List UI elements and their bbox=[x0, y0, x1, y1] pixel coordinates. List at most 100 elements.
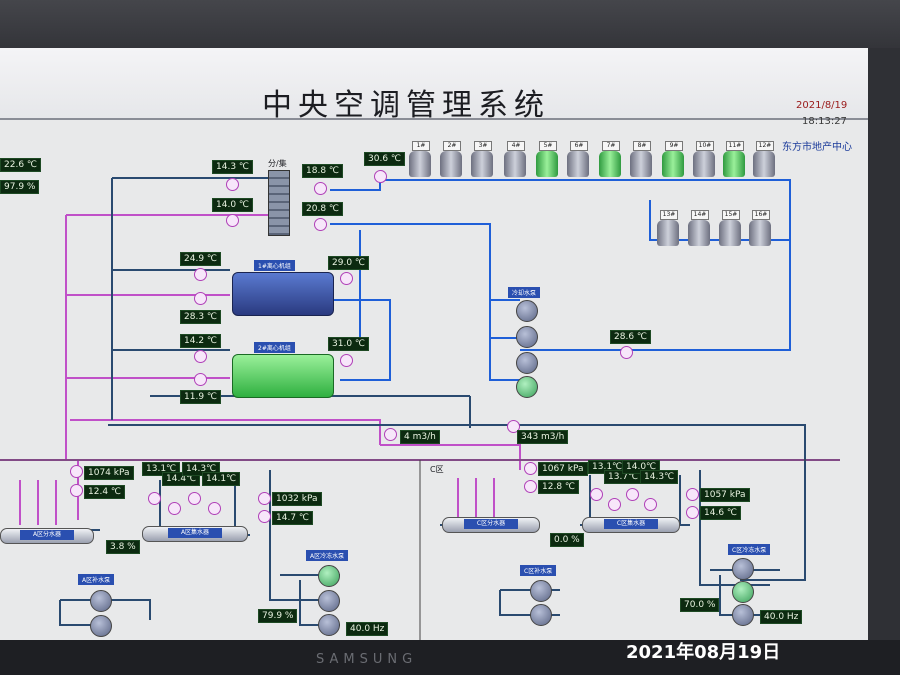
zone-c-chw-pump[interactable] bbox=[732, 558, 754, 580]
flow-readout-1: 4 m3/h bbox=[400, 430, 440, 444]
temp-sensor bbox=[70, 484, 83, 497]
title-bar bbox=[0, 48, 868, 120]
outdoor-temp-readout: 22.6 ℃ bbox=[0, 158, 42, 172]
cooling-tower[interactable]: 10# bbox=[692, 141, 716, 179]
zone-a-chw-pump[interactable] bbox=[318, 614, 340, 636]
zone-c-temp: 12.8 ℃ bbox=[538, 480, 580, 494]
zone-c-distributor[interactable]: C区集水器 bbox=[582, 517, 680, 533]
temp-sensor bbox=[194, 268, 207, 281]
chiller-2-in-temp: 14.2 ℃ bbox=[180, 334, 222, 348]
cooling-tower[interactable]: 12# bbox=[752, 141, 776, 179]
temp-sensor bbox=[194, 373, 207, 386]
temp-sensor bbox=[168, 502, 181, 515]
cooling-water-pump-running[interactable] bbox=[516, 376, 538, 398]
pressure-sensor bbox=[258, 492, 271, 505]
cooling-tower[interactable]: 6# bbox=[566, 141, 590, 179]
temp-sensor bbox=[226, 178, 239, 191]
cooling-tower-running[interactable]: 7# bbox=[598, 141, 622, 179]
zone-a-temp: 12.4 ℃ bbox=[84, 485, 126, 499]
zone-a-valve-opening: 3.8 % bbox=[106, 540, 140, 554]
temp-sensor bbox=[226, 214, 239, 227]
zone-a-chw-pump[interactable] bbox=[318, 590, 340, 612]
cooling-tower[interactable]: 2# bbox=[439, 141, 463, 179]
zone-a-makeup-label: A区补水泵 bbox=[78, 574, 115, 585]
temp-sensor bbox=[620, 346, 633, 359]
cooling-water-pump[interactable] bbox=[516, 326, 538, 348]
temp-readout: 14.0 ℃ bbox=[212, 198, 254, 212]
temp-sensor bbox=[626, 488, 639, 501]
temp-readout: 30.6 ℃ bbox=[364, 152, 406, 166]
zone-a-chw-pump-running[interactable] bbox=[318, 565, 340, 587]
temp-sensor bbox=[314, 182, 327, 195]
zone-c-chw-pump[interactable] bbox=[732, 604, 754, 626]
temp-sensor bbox=[148, 492, 161, 505]
temp-sensor bbox=[194, 350, 207, 363]
cooling-tower[interactable]: 8# bbox=[629, 141, 653, 179]
chiller-1-cond-out-temp: 28.3 ℃ bbox=[180, 310, 222, 324]
cooling-tower[interactable]: 15# bbox=[718, 210, 742, 248]
zone-c-collector[interactable]: C区分水器 bbox=[442, 517, 540, 533]
cooling-pumps-label: 冷却水泵 bbox=[508, 287, 541, 298]
cooling-tower[interactable]: 14# bbox=[687, 210, 711, 248]
temp-readout: 18.8 ℃ bbox=[302, 164, 344, 178]
monitor-bezel-bottom bbox=[0, 640, 900, 675]
zone-a-return-pressure: 1032 kPa bbox=[272, 492, 322, 506]
pressure-sensor bbox=[524, 462, 537, 475]
chiller-1-right-temp: 29.0 ℃ bbox=[328, 256, 370, 270]
chiller-1-label: 1#离心机组 bbox=[254, 260, 295, 271]
temp-sensor bbox=[208, 502, 221, 515]
zone-c-makeup-label: C区补水泵 bbox=[520, 565, 557, 576]
flow-readout-2: 343 m3/h bbox=[517, 430, 569, 444]
zone-a-collector[interactable]: A区分水器 bbox=[0, 528, 94, 544]
header-time: 18:13:27 bbox=[802, 116, 847, 127]
header-date: 2021/8/19 bbox=[796, 100, 848, 111]
cooling-water-pump[interactable] bbox=[516, 300, 538, 322]
zone-a-flow-pct: 79.9 % bbox=[258, 609, 298, 623]
header-org: 东方市地产中心 bbox=[782, 142, 852, 153]
temp-sensor bbox=[188, 492, 201, 505]
cooling-tower[interactable]: 16# bbox=[748, 210, 772, 248]
temp-sensor bbox=[590, 488, 603, 501]
temp-sensor bbox=[314, 218, 327, 231]
chiller-1-cond-in-temp: 24.9 ℃ bbox=[180, 252, 222, 266]
manifold-label: 分/集 bbox=[268, 159, 287, 168]
cooling-tower-running[interactable]: 9# bbox=[661, 141, 685, 179]
zone-c-return-temp: 14.6 ℃ bbox=[700, 506, 742, 520]
zone-a-distributor[interactable]: A区集水器 bbox=[142, 526, 248, 542]
monitor-bezel-right bbox=[868, 48, 900, 648]
temp-sensor bbox=[524, 480, 537, 493]
temp-sensor bbox=[340, 272, 353, 285]
zone-c-flow-pct: 70.0 % bbox=[680, 598, 720, 612]
chiller-2-label: 2#离心机组 bbox=[254, 342, 295, 353]
zone-a-pump-label: A区冷冻水泵 bbox=[306, 550, 349, 561]
zone-a-return-temp: 14.7 ℃ bbox=[272, 511, 314, 525]
outdoor-humidity-readout: 97.9 % bbox=[0, 180, 40, 194]
temp-sensor bbox=[644, 498, 657, 511]
zone-a-makeup-pump[interactable] bbox=[90, 615, 112, 637]
zone-a-makeup-pump[interactable] bbox=[90, 590, 112, 612]
zone-c-chw-pump-running[interactable] bbox=[732, 581, 754, 603]
cooling-tower-running[interactable]: 5# bbox=[535, 141, 559, 179]
cooling-tower[interactable]: 3# bbox=[470, 141, 494, 179]
chiller-2-out-temp: 11.9 ℃ bbox=[180, 390, 222, 404]
zone-c-makeup-pump[interactable] bbox=[530, 580, 552, 602]
zone-c-makeup-pump[interactable] bbox=[530, 604, 552, 626]
cooling-tower-running[interactable]: 11# bbox=[722, 141, 746, 179]
temp-sensor bbox=[194, 292, 207, 305]
temp-sensor bbox=[374, 170, 387, 183]
cooling-tower[interactable]: 13# bbox=[656, 210, 680, 248]
chiller-2-running[interactable] bbox=[232, 354, 334, 398]
zone-c-pressure: 1067 kPa bbox=[538, 462, 588, 476]
manifold bbox=[268, 170, 290, 236]
temp-sensor bbox=[340, 354, 353, 367]
flow-sensor bbox=[384, 428, 397, 441]
zone-a-pressure: 1074 kPa bbox=[84, 466, 134, 480]
chiller-1[interactable] bbox=[232, 272, 334, 316]
photo-date-stamp: 2021年08月19日 bbox=[626, 642, 781, 663]
pressure-sensor bbox=[686, 488, 699, 501]
cooling-tower[interactable]: 4# bbox=[503, 141, 527, 179]
cooling-water-pump[interactable] bbox=[516, 352, 538, 374]
monitor-brand-logo: SAMSUNG bbox=[316, 652, 418, 667]
zone-c-return-pressure: 1057 kPa bbox=[700, 488, 750, 502]
cooling-tower[interactable]: 1# bbox=[408, 141, 432, 179]
